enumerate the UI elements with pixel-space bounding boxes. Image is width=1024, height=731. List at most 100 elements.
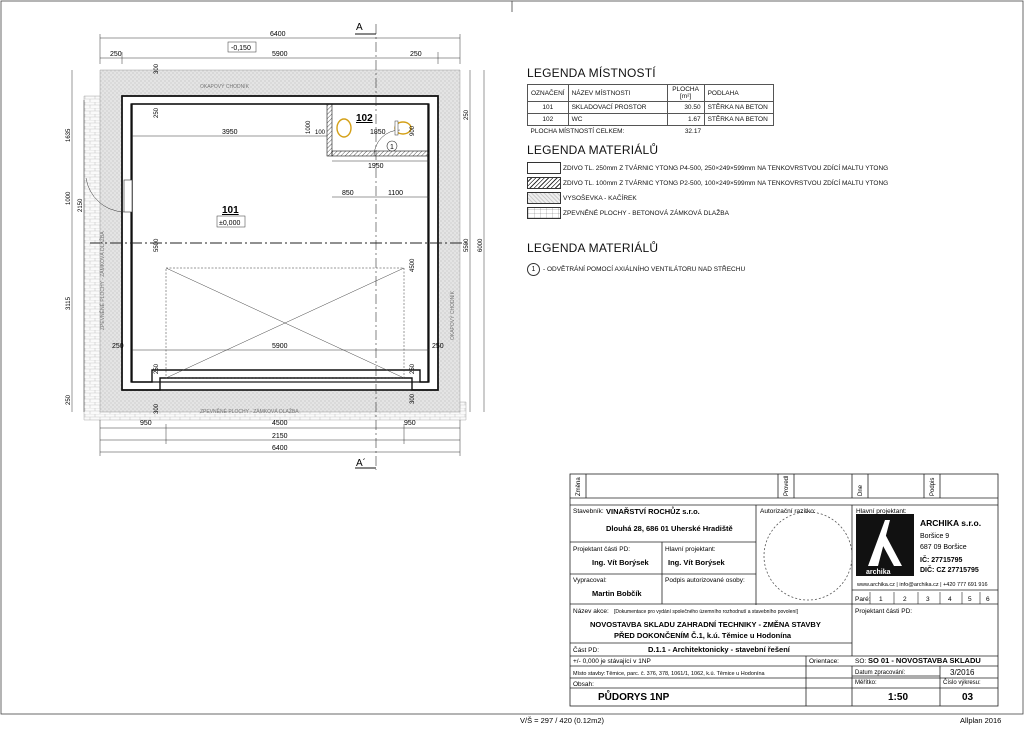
note-item: 1 - ODVĚTRÁNÍ POMOCÍ AXIÁLNÍHO VENTILÁTO… — [527, 263, 927, 276]
room-cell-name: SKLADOVACÍ PROSTOR — [567, 101, 668, 114]
wc-partition-wall — [326, 103, 333, 157]
dim-950-r: 950 — [404, 420, 416, 427]
tb-meritko: 1:50 — [888, 692, 908, 703]
tb-cast-label: Část PD: — [573, 645, 599, 654]
rev-dne: Dne — [858, 484, 864, 496]
footer-software: Allplan 2016 — [960, 716, 1001, 725]
tb-cast: D.1.1 - Architektonicky - stavební řešen… — [648, 645, 791, 654]
wc-partition-wall-bottom — [331, 150, 430, 157]
dim-left-250: 250 — [66, 394, 72, 405]
rev-podpis: Podpis — [930, 478, 936, 496]
zpevnene-bottom-label: ZPEVNĚNÉ PLOCHY - ZÁMKOVÁ DLAŽBA — [200, 407, 299, 415]
dim-250-gate: 250 — [112, 343, 124, 350]
note-marker-circle: 1 — [527, 263, 540, 276]
gate-cross-b — [165, 267, 405, 379]
vent-marker: 1 — [390, 144, 394, 151]
room-cell-id: 101 — [527, 101, 569, 114]
rooms-total-row: PLOCHA MÍSTNOSTÍ CELKEM: 32.17 — [528, 126, 774, 138]
material-text: VYSOŠEVKA - KAČÍREK — [563, 194, 637, 202]
rev-provedl: Provedl — [784, 476, 790, 496]
dim-right-250: 250 — [464, 109, 470, 120]
tb-company-name: ARCHIKA s.r.o. — [920, 518, 981, 528]
tb-akce-line2: PŘED DOKONČENÍM Č.1, k.ú. Těmice u Hodon… — [614, 631, 792, 640]
tb-projektant-pd-label: Projektant části PD: — [855, 608, 912, 615]
tb-orientace-label: Orientace: — [809, 658, 839, 665]
dim-1950: 1950 — [368, 163, 384, 170]
dim-4500-bottom: 4500 — [272, 420, 288, 427]
tb-cislo: 03 — [962, 692, 974, 703]
swatch-plain-wall-icon — [527, 162, 561, 174]
dim-top-mid: 5900 — [272, 51, 288, 58]
dim-5900-gate: 5900 — [272, 343, 288, 350]
dim-850: 850 — [342, 190, 354, 197]
material-item: ZDIVO TL. 100mm Z TVÁRNIC YTONG P2-500, … — [527, 177, 927, 189]
tb-hlavni2-label: Hlavní projektant: — [665, 546, 716, 553]
room-101-level: ±0,000 — [219, 220, 240, 227]
side-door — [123, 179, 133, 213]
tb-company-contact: www.archika.cz | info@archika.cz | +420 … — [856, 582, 988, 588]
tb-datum: 3/2016 — [950, 668, 975, 677]
zpevnene-left-label: ZPEVNĚNÉ PLOCHY - ZÁMKOVÁ DLAŽBA — [98, 231, 106, 330]
pare-grid — [869, 592, 981, 604]
room-cell-area: 1.67 — [666, 113, 705, 126]
room-cell-id: 102 — [527, 113, 569, 126]
material-text: ZPEVNĚNÉ PLOCHY - BETONOVÁ ZÁMKOVÁ DLAŽB… — [563, 209, 729, 217]
dim-left-3115: 3115 — [66, 296, 72, 310]
side-door-swing — [85, 177, 125, 213]
okapovy-right-label: OKAPOVÝ CHODNÍK — [449, 290, 456, 340]
dim-300-bottom-l: 300 — [154, 403, 160, 414]
title-block-frame — [569, 473, 999, 707]
swatch-hatched-wall-icon — [527, 177, 561, 189]
legend-notes-title: LEGENDA MATERIÁLŮ — [527, 241, 659, 255]
tb-stavebnik-label: Stavebník: — [573, 508, 604, 515]
material-item: ZPEVNĚNÉ PLOCHY - BETONOVÁ ZÁMKOVÁ DLAŽB… — [527, 207, 927, 219]
legend-materials-title: LEGENDA MATERIÁLŮ — [527, 143, 659, 157]
room-101-level-box — [216, 215, 246, 228]
tb-pare-4: 4 — [948, 596, 952, 603]
stamp-circle — [763, 511, 853, 601]
dim-top-left: 250 — [110, 51, 122, 58]
tb-projektant-casti: Ing. Vít Borýsek — [592, 558, 650, 567]
dim-250-gate-r: 250 — [432, 343, 444, 350]
dim-900: 900 — [410, 125, 416, 136]
dim-300-top: 300 — [154, 63, 160, 74]
rooms-table-header: OZNAČENÍ NÁZEV MÍSTNOSTI PLOCHA [m²] POD… — [527, 84, 774, 102]
tb-company-city: 687 09 Boršice — [920, 544, 967, 551]
tb-vypracoval: Martin Bobčík — [592, 589, 642, 598]
dim-right-5500: 5500 — [464, 238, 470, 252]
rooms-total-label: PLOCHA MÍSTNOSTÍ CELKEM: — [530, 128, 625, 135]
dim-250-left-top: 250 — [154, 107, 160, 118]
dim-top-right: 250 — [410, 51, 422, 58]
tb-nazev-note: [Dokumentace pro vydání společného územn… — [614, 609, 799, 615]
tb-level-note: +/- 0,000 je stávající v 1NP — [573, 658, 651, 665]
top-dimensions — [99, 34, 461, 64]
logo-text: archika — [866, 569, 891, 576]
vent-marker-circle — [386, 140, 398, 152]
footer-format: V/Š = 297 / 420 (0.12m2) — [520, 716, 605, 725]
dim-left-2150: 2150 — [78, 198, 84, 212]
swatch-gravel-icon — [527, 192, 561, 204]
rooms-col-oznaceni: OZNAČENÍ — [527, 84, 569, 102]
logo-mark-icon — [868, 520, 902, 566]
dim-1100: 1100 — [388, 190, 403, 197]
tb-pare-6: 6 — [986, 596, 990, 603]
material-item: ZDIVO TL. 250mm Z TVÁRNIC YTONG P4-500, … — [527, 162, 927, 174]
level-top: -0,150 — [231, 45, 251, 52]
table-row: 101 SKLADOVACÍ PROSTOR 30.50 STĚRKA NA B… — [527, 101, 774, 114]
material-text: ZDIVO TL. 100mm Z TVÁRNIC YTONG P2-500, … — [563, 179, 889, 187]
section-bottom-label: A´ — [356, 457, 366, 469]
dim-6400-bottom: 6400 — [272, 445, 288, 452]
room-cell-floor: STĚRKA NA BETON — [703, 113, 774, 126]
tb-obsah: PŮDORYS 1NP — [598, 689, 670, 703]
washbasin-tap — [394, 120, 399, 136]
dim-1000-wc: 1000 — [306, 120, 312, 134]
dim-250-bottom-left: 250 — [154, 363, 160, 374]
rooms-total-value: 32.17 — [684, 128, 702, 135]
tb-stavebnik-addr: Dlouhá 28, 686 01 Uherské Hradiště — [606, 524, 733, 533]
dim-left-1635: 1635 — [66, 128, 72, 142]
rooms-col-podlaha: PODLAHA — [703, 84, 774, 102]
tb-projektant-casti-label: Projektant části PD: — [573, 546, 630, 553]
tb-company-ic: IČ: 27715795 — [920, 555, 963, 564]
room-cell-floor: STĚRKA NA BETON — [703, 101, 774, 114]
